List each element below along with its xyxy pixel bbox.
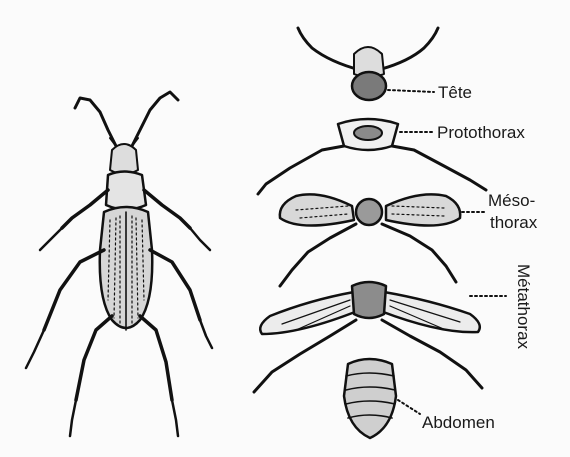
head-left-antenna bbox=[298, 28, 360, 70]
hind-left-leg bbox=[76, 316, 112, 400]
prothorax-right-leg bbox=[392, 146, 486, 190]
label-metathorax: Métathorax bbox=[514, 264, 533, 350]
prothorax-left-leg bbox=[258, 146, 344, 194]
abdomen-segment bbox=[344, 359, 420, 438]
mesothorax-left-leg bbox=[280, 224, 356, 286]
mesothorax-right-leg bbox=[382, 224, 456, 282]
metathorax-notum bbox=[352, 282, 386, 318]
beetle-head bbox=[110, 144, 138, 174]
left-antenna bbox=[75, 98, 118, 150]
label-prothorax: Protothorax bbox=[437, 123, 525, 142]
head-capsule bbox=[352, 72, 386, 100]
middle-right-leg bbox=[150, 250, 200, 320]
hind-right-leg bbox=[140, 316, 172, 400]
label-mesothorax-line1: Méso- bbox=[488, 191, 535, 210]
label-head: Tête bbox=[438, 83, 472, 102]
mesothorax-left-elytron bbox=[280, 194, 354, 225]
front-right-leg bbox=[144, 190, 190, 228]
front-left-leg bbox=[62, 190, 108, 228]
mesothorax-right-elytron bbox=[386, 194, 460, 225]
head-leader-line bbox=[388, 90, 434, 92]
beetle-prothorax bbox=[106, 172, 146, 210]
label-mesothorax-line2: thorax bbox=[490, 213, 538, 232]
whole-beetle bbox=[26, 92, 212, 436]
abdomen-leader-line bbox=[398, 400, 420, 414]
middle-left-leg bbox=[44, 250, 104, 330]
label-abdomen: Abdomen bbox=[422, 413, 495, 432]
abdomen-body bbox=[344, 359, 396, 438]
mesothorax-segment bbox=[280, 194, 486, 286]
right-antenna bbox=[130, 92, 178, 150]
head-right-antenna bbox=[378, 28, 438, 70]
mesothorax-scutum bbox=[356, 199, 382, 225]
head-segment bbox=[298, 28, 438, 100]
